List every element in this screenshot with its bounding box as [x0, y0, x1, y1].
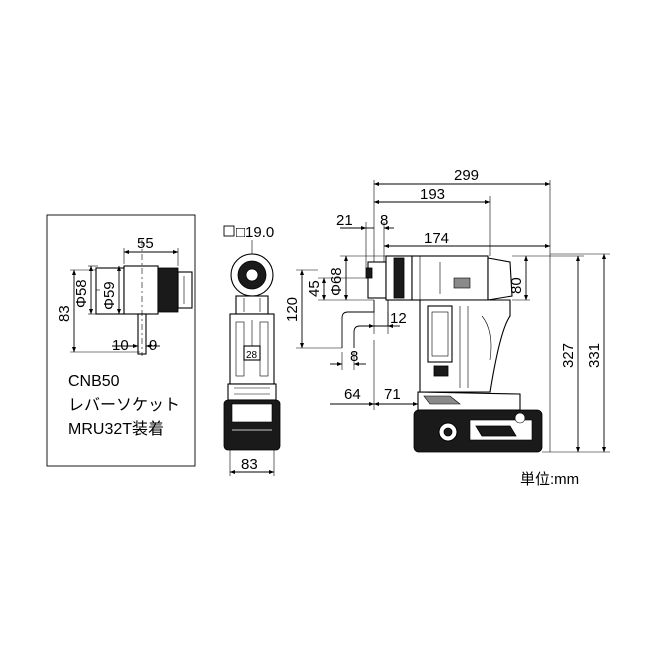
- dim-45: 45: [306, 280, 323, 297]
- tool-body: [341, 255, 543, 453]
- dim-331: 331: [586, 343, 603, 368]
- socket-drawing: [95, 240, 193, 356]
- front-neck: [235, 295, 269, 315]
- dim-21: 21: [336, 212, 353, 229]
- front-label-28: 28: [246, 350, 258, 361]
- inset-panel: 55 Φ58 Φ59 83 10 9 CNB50 レバーソケット MRU32T装…: [46, 214, 196, 467]
- unit-label: 単位:mm: [520, 471, 579, 488]
- square-drive-symbol: [223, 225, 235, 237]
- dim-12: 12: [390, 310, 407, 327]
- dim-8-mid: 8: [350, 348, 358, 365]
- dim-64: 64: [344, 386, 361, 403]
- side-view: 299 193 21 8 174 Φ68 45 120: [284, 167, 610, 453]
- dim-71: 71: [384, 386, 401, 403]
- front-view: □19.0 28 83: [223, 224, 281, 476]
- dim-8-top: 8: [380, 212, 388, 229]
- dim-193: 193: [420, 186, 445, 203]
- socket-ring: [157, 267, 179, 313]
- dim-front-width: 83: [241, 456, 258, 473]
- dim-80: 80: [508, 277, 525, 294]
- inset-note-socket: レバーソケット: [68, 396, 180, 414]
- dim-174: 174: [424, 230, 449, 247]
- dim-10: 10: [112, 337, 129, 354]
- socket-cap: [177, 271, 193, 309]
- dim-phi68: Φ68: [328, 267, 345, 296]
- reaction-arm: [341, 300, 375, 348]
- dim-55: 55: [137, 235, 154, 252]
- dim-327: 327: [560, 343, 577, 368]
- brand-badge: [453, 277, 471, 289]
- motor-housing: [411, 255, 489, 301]
- socket-head: [123, 265, 159, 315]
- dim-phi58: Φ58: [73, 279, 90, 308]
- dim-83: 83: [56, 305, 73, 322]
- dim-299: 299: [454, 167, 479, 184]
- inset-frame: [46, 214, 196, 467]
- dim-9: 9: [149, 337, 157, 354]
- dim-120: 120: [284, 297, 301, 322]
- dim-square-drive: □19.0: [236, 224, 274, 241]
- side-socket: [367, 261, 387, 299]
- inset-note-model: CNB50: [68, 373, 120, 390]
- dim-phi59: Φ59: [101, 281, 118, 310]
- inset-note-attached: MRU32T装着: [68, 420, 164, 438]
